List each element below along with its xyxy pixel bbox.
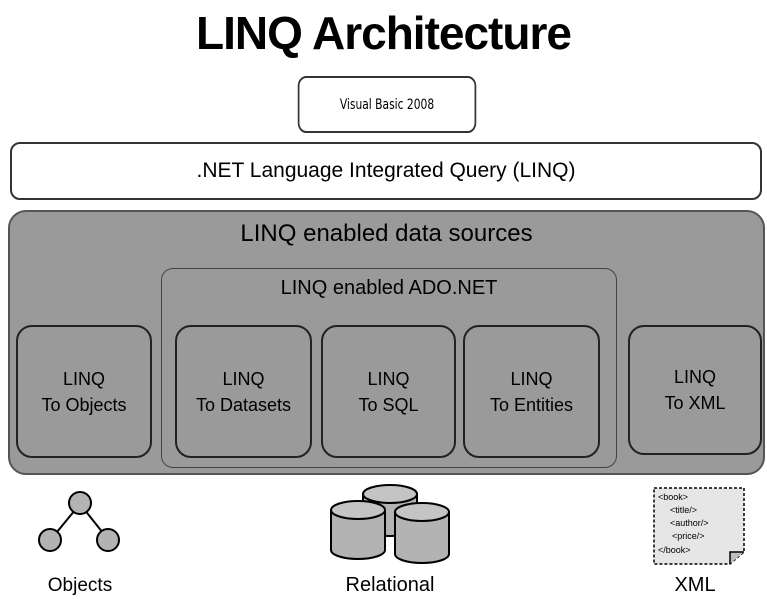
provider-line2: To Entities [489, 394, 574, 415]
provider-line1: LINQ [62, 368, 105, 389]
provider-line1: LINQ [367, 368, 410, 389]
provider-linq-to-datasets: LINQ To Datasets [175, 325, 312, 458]
relational-store-label: Relational [345, 574, 435, 596]
provider-linq-to-xml: LINQ To XML [628, 325, 762, 455]
database-cylinder-left [330, 500, 386, 560]
provider-line2: To SQL [358, 394, 419, 415]
language-box: Visual Basic 2008 [297, 76, 477, 133]
diagram-title: LINQ Architecture [196, 7, 572, 59]
linq-layer-box: .NET Language Integrated Query (LINQ) [10, 142, 762, 200]
xml-store-label: XML [674, 574, 716, 596]
language-label: Visual Basic 2008 [339, 96, 435, 113]
provider-line1: LINQ [222, 368, 265, 389]
xml-doc-line: <book> [658, 492, 688, 502]
linq-layer-label: .NET Language Integrated Query (LINQ) [196, 159, 576, 182]
xml-doc-line: <author/> [670, 518, 709, 528]
provider-line2: To Datasets [195, 394, 292, 415]
provider-linq-to-entities: LINQ To Entities [463, 325, 600, 458]
xml-doc-line: <title/> [670, 505, 697, 515]
provider-line2: To XML [664, 393, 726, 413]
xml-doc-line: <price/> [672, 531, 705, 541]
object-graph-icon [38, 491, 120, 552]
database-cylinder-right [394, 502, 450, 564]
provider-line1: LINQ [673, 367, 716, 387]
provider-line1: LINQ [510, 368, 553, 389]
provider-linq-to-sql: LINQ To SQL [321, 325, 456, 458]
provider-line2: To Objects [41, 394, 127, 415]
objects-store-label: Objects [47, 575, 113, 596]
ado-net-title: LINQ enabled ADO.NET [280, 277, 498, 299]
xml-document-icon: <book> <title/> <author/> <price/> </boo… [653, 487, 745, 565]
provider-linq-to-objects: LINQ To Objects [16, 325, 152, 458]
xml-doc-line: </book> [658, 545, 691, 555]
database-icon [330, 484, 450, 564]
data-sources-title: LINQ enabled data sources [240, 220, 533, 247]
